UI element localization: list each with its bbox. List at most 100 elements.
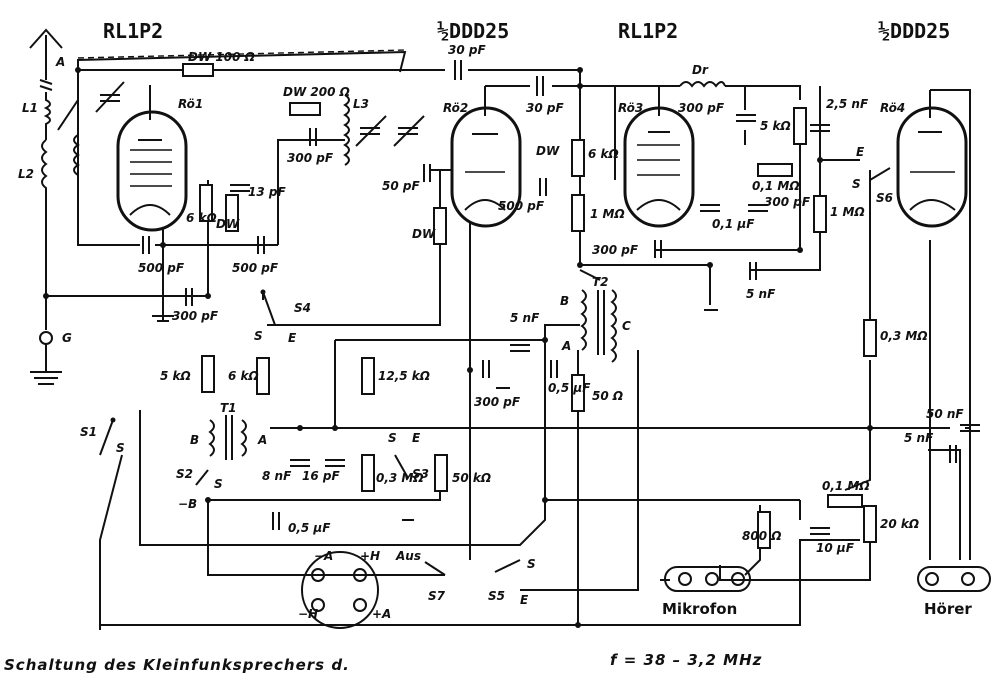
resistors (182, 63, 877, 549)
svg-text:S4: S4 (294, 301, 311, 315)
label-c-50nf: 50 nF (926, 407, 964, 421)
svg-text:−A: −A (314, 549, 333, 563)
svg-text:B: B (190, 433, 199, 447)
svg-text:T1: T1 (220, 401, 237, 415)
svg-text:+A: +A (372, 607, 391, 621)
label-c-01uf: 0,1 µF (712, 217, 755, 231)
label-c-300pf-f: 300 pF (764, 195, 811, 209)
svg-text:Rö4: Rö4 (880, 101, 905, 115)
label-r-50o: 50 Ω (592, 389, 623, 403)
svg-text:L2: L2 (18, 167, 34, 181)
svg-text:S: S (527, 557, 536, 571)
component-labels: DW 100 Ω DW 200 Ω 30 pF 30 pF 300 pF 50 … (138, 43, 964, 555)
antenna-symbol: A (29, 28, 65, 91)
label-c-300pf-d: 300 pF (474, 395, 521, 409)
label-c-500pf-b: 500 pF (232, 261, 279, 275)
svg-text:S: S (388, 431, 397, 445)
label-r-01mo-a: 0,1 MΩ (752, 179, 800, 193)
switch-labels: S1 S S2 S −B B A S4 S E S E S3 B A C Aus… (80, 145, 893, 607)
tube-ro1: Rö1 (116, 85, 203, 232)
label-c-8nf: 8 nF (262, 469, 292, 483)
label-r-03mo-b: 0,3 MΩ (880, 329, 928, 343)
svg-text:Aus: Aus (395, 549, 421, 563)
ground-terminal: G (30, 300, 72, 385)
label-c-30pf-mid: 30 pF (526, 101, 564, 115)
svg-text:L3: L3 (353, 97, 369, 111)
label-c-300pf-a: 300 pF (287, 151, 334, 165)
label-c-10uf: 10 µF (816, 541, 855, 555)
label-c-300pf-b: 300 pF (172, 309, 219, 323)
label-r-5ko-b: 5 kΩ (760, 119, 791, 133)
svg-text:L1: L1 (22, 101, 38, 115)
switches (99, 167, 891, 576)
label-c-05uf-a: 0,5 µF (548, 381, 591, 395)
label-c-5nf-c: 5 nF (904, 431, 934, 445)
caption-title: Schaltung des Kleinfunksprechers d. (4, 656, 350, 674)
label-r-dw-a: DW (216, 217, 240, 231)
label-r-dw100: DW 100 Ω (188, 50, 255, 64)
svg-text:S: S (852, 177, 861, 191)
label-r-20ko: 20 kΩ (880, 517, 919, 531)
svg-text:Rö1: Rö1 (178, 97, 203, 111)
label-r-1mo-a: 1 MΩ (590, 207, 625, 221)
label-r-125ko: 12,5 kΩ (378, 369, 430, 383)
svg-text:A: A (55, 55, 65, 69)
coil-l2: L2 (18, 99, 79, 300)
horer-connector: Hörer (917, 566, 991, 618)
svg-text:Hörer: Hörer (924, 600, 972, 618)
label-r-dw200: DW 200 Ω (283, 85, 350, 99)
svg-text:G: G (62, 331, 72, 345)
svg-text:T2: T2 (592, 275, 609, 289)
tube-ro4: Rö4 (880, 90, 968, 228)
tube-title-rl1p2-2: RL1P2 (618, 19, 678, 43)
svg-text:S5: S5 (488, 589, 505, 603)
label-c-5nf-a: 5 nF (510, 311, 540, 325)
label-r-50ko: 50 kΩ (452, 471, 491, 485)
label-r-6ko-b: 6 kΩ (588, 147, 619, 161)
label-c-5nf-b: 5 nF (746, 287, 776, 301)
svg-text:S2: S2 (176, 467, 193, 481)
svg-text:+H: +H (360, 549, 380, 563)
svg-text:S: S (116, 441, 125, 455)
svg-text:S1: S1 (80, 425, 97, 439)
svg-text:−H: −H (298, 607, 318, 621)
svg-text:E: E (520, 593, 529, 607)
label-c-13pf: 13 pF (248, 185, 286, 199)
label-r-dw-b: DW (412, 227, 436, 241)
tube-ro2: Rö2 (443, 86, 522, 228)
tube-title-rl1p2-1: RL1P2 (103, 19, 163, 43)
svg-text:C: C (622, 319, 631, 333)
label-c-500pf-a: 500 pF (138, 261, 185, 275)
svg-text:E: E (856, 145, 865, 159)
ground-symbols (152, 309, 718, 521)
capacitors (95, 60, 980, 535)
label-r-dw-c: DW (536, 144, 560, 158)
label-r-5ko-a: 5 kΩ (160, 369, 191, 383)
inductors: L3 Dr T2 T1 (73, 63, 726, 460)
svg-text:−B: −B (178, 497, 197, 511)
svg-text:Dr: Dr (692, 63, 709, 77)
svg-text:S7: S7 (428, 589, 446, 603)
svg-text:S: S (214, 477, 223, 491)
label-r-800o: 800 Ω (742, 529, 781, 543)
coil-l1: L1 (22, 92, 51, 140)
svg-text:A: A (561, 339, 571, 353)
label-c-05uf-b: 0,5 µF (288, 521, 331, 535)
label-c-500pf-c: 500 pF (498, 199, 545, 213)
label-c-300pf-c: 300 pF (592, 243, 639, 257)
svg-text:Rö3: Rö3 (618, 101, 643, 115)
label-r-1mo-b: 1 MΩ (830, 205, 865, 219)
label-c-30pf-top: 30 pF (448, 43, 486, 57)
label-r-03mo-a: 0,3 MΩ (376, 471, 424, 485)
label-c-16pf: 16 pF (302, 469, 340, 483)
label-c-25nf: 2,5 nF (826, 97, 869, 111)
label-c-300pf-e: 300 pF (678, 101, 725, 115)
label-c-50pf: 50 pF (382, 179, 420, 193)
junction-dots (43, 67, 873, 628)
mikrofon-connector: Mikrofon (662, 566, 751, 618)
svg-text:A: A (257, 433, 267, 447)
tube-ro3: Rö3 (618, 86, 695, 228)
svg-text:S: S (254, 329, 263, 343)
tube-title-dd25-2: ½DDD25 (878, 19, 950, 43)
